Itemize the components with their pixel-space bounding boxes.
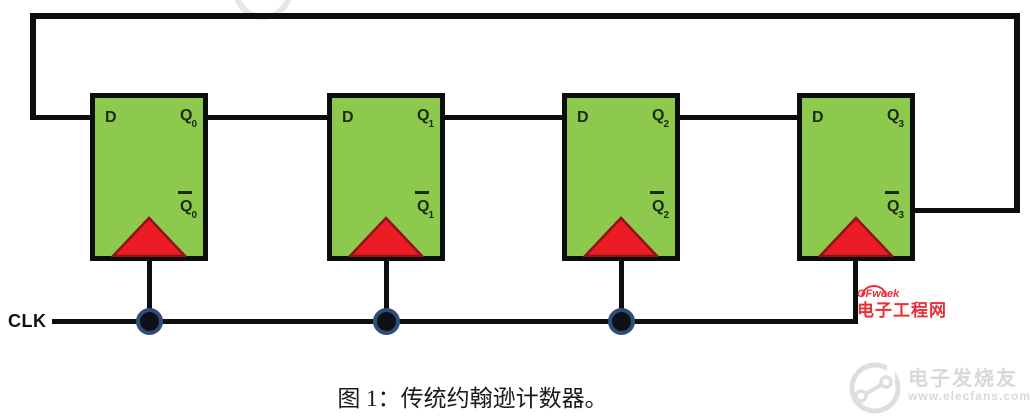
ofweek-watermark: OFweek 电子工程网 (857, 285, 947, 320)
q-letter: Q (651, 198, 665, 215)
d-input-label: D (577, 109, 589, 126)
q-subscript: 2 (663, 210, 669, 222)
wire-q2-to-d3 (676, 115, 800, 120)
qbar-overline (178, 191, 192, 194)
clock-stub-ff2 (619, 258, 624, 322)
elecfans-logo-icon (849, 362, 901, 414)
qbar-overline (885, 191, 899, 194)
clock-label: CLK (8, 311, 47, 331)
clock-edge-triangle-icon (818, 216, 894, 257)
d-input-label: D (812, 109, 824, 126)
flip-flop-0: D Q0 Q0 (90, 93, 208, 261)
feedback-wire-left (30, 13, 36, 120)
qbar-output-label: Q2 (651, 198, 670, 222)
q-output-label: Q2 (651, 107, 670, 131)
clock-rail (52, 319, 858, 324)
q-letter: Q (179, 107, 193, 124)
q-letter: Q (179, 198, 193, 215)
ofweek-arc-icon (861, 285, 887, 297)
q-letter: Q (886, 198, 900, 215)
qbar-overline (650, 191, 664, 194)
q-subscript: 1 (428, 210, 434, 222)
clock-edge-triangle-icon (583, 216, 659, 257)
q-output-label: Q0 (179, 107, 198, 131)
figure-caption: 图 1：传统约翰逊计数器。 (337, 386, 608, 411)
q-subscript: 2 (663, 119, 669, 131)
d-input-label: D (342, 109, 354, 126)
ofweek-site-name: 电子工程网 (857, 301, 947, 320)
wire-qbar3-out (913, 208, 1019, 213)
flip-flop-3: D Q3 Q3 (797, 93, 915, 261)
q-output-label: Q3 (886, 107, 905, 131)
qbar-overline (415, 191, 429, 194)
feedback-wire-right (1014, 13, 1020, 213)
elecfans-name: 电子发烧友 (908, 368, 1019, 391)
clock-stub-ff3 (853, 258, 858, 324)
q-subscript: 0 (191, 119, 197, 131)
wire-q1-to-d2 (441, 115, 565, 120)
q-subscript: 3 (898, 119, 904, 131)
q-subscript: 3 (898, 210, 904, 222)
qbar-output-label: Q0 (179, 198, 198, 222)
q-letter: Q (416, 198, 430, 215)
elecfans-text: 电子发烧友 www.elecfans.com (908, 368, 1031, 403)
wire-q0-to-d1 (206, 115, 330, 120)
flip-flop-1: D Q1 Q1 (327, 93, 445, 261)
flip-flop-2: D Q2 Q2 (562, 93, 680, 261)
clock-junction-dot (608, 308, 635, 335)
clock-edge-triangle-icon (111, 216, 187, 257)
feedback-wire-top (30, 13, 1020, 19)
q-letter: Q (651, 107, 665, 124)
qbar-output-label: Q3 (886, 198, 905, 222)
wire-feedback-to-d0 (30, 115, 94, 120)
elecfans-watermark: 电子发烧友 www.elecfans.com (848, 358, 1031, 414)
q-subscript: 1 (428, 119, 434, 131)
elecfans-url: www.elecfans.com (908, 389, 1031, 404)
q-letter: Q (416, 107, 430, 124)
q-letter: Q (886, 107, 900, 124)
clock-stub-ff0 (147, 258, 152, 322)
clock-junction-dot (373, 308, 400, 335)
clock-stub-ff1 (384, 258, 389, 322)
q-subscript: 0 (191, 210, 197, 222)
clock-edge-triangle-icon (348, 216, 424, 257)
clock-junction-dot (136, 308, 163, 335)
d-input-label: D (105, 109, 117, 126)
qbar-output-label: Q1 (416, 198, 435, 222)
q-output-label: Q1 (416, 107, 435, 131)
